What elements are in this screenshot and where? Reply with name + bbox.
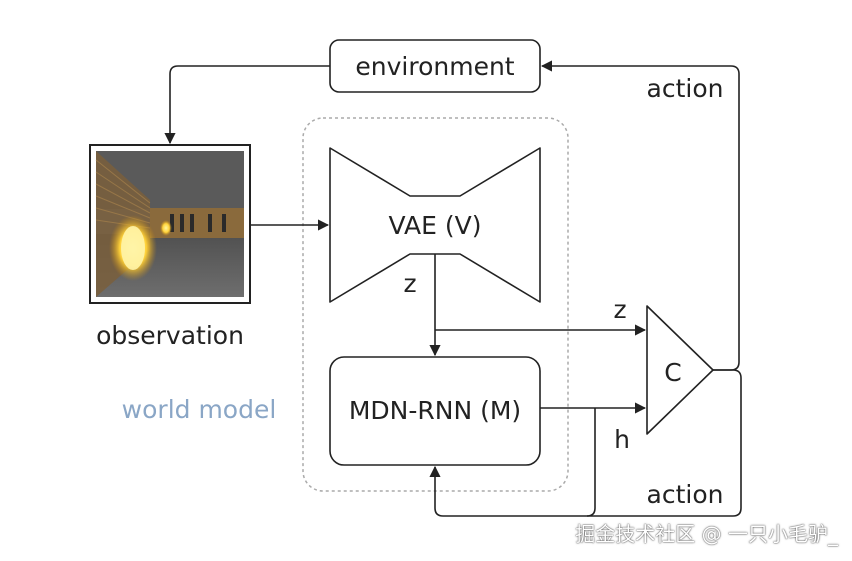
edge-action-loop-to-mdn-rnn xyxy=(429,369,742,517)
vae-shape xyxy=(329,147,541,303)
action-label-bottom: action xyxy=(647,480,724,509)
mdn-rnn-label: MDN-RNN (M) xyxy=(349,396,521,425)
watermark: 掘金技术社区 @ 一只小毛驴_ xyxy=(575,522,838,546)
observation-image xyxy=(89,144,251,304)
edge-hidden-state-loop xyxy=(586,408,596,517)
action-label-top: action xyxy=(647,74,724,103)
edge-environment-to-observation xyxy=(164,65,330,145)
world-model-label: world model xyxy=(122,395,277,424)
environment-node: environment xyxy=(329,39,541,93)
z-label-down: z xyxy=(403,269,416,298)
controller-label: C xyxy=(664,358,681,387)
mdn-rnn-node: MDN-RNN (M) xyxy=(329,356,541,466)
observation-label: observation xyxy=(96,321,244,350)
controller-node: C xyxy=(646,305,714,435)
edge-controller-to-environment xyxy=(540,60,740,371)
vae-node: VAE (V) xyxy=(329,147,541,303)
vae-label: VAE (V) xyxy=(389,211,482,240)
mdn-rnn-box xyxy=(329,356,541,466)
h-label: h xyxy=(614,425,630,454)
controller-shape xyxy=(646,305,714,435)
environment-label: environment xyxy=(355,52,514,81)
z-label-to-controller: z xyxy=(613,295,626,324)
